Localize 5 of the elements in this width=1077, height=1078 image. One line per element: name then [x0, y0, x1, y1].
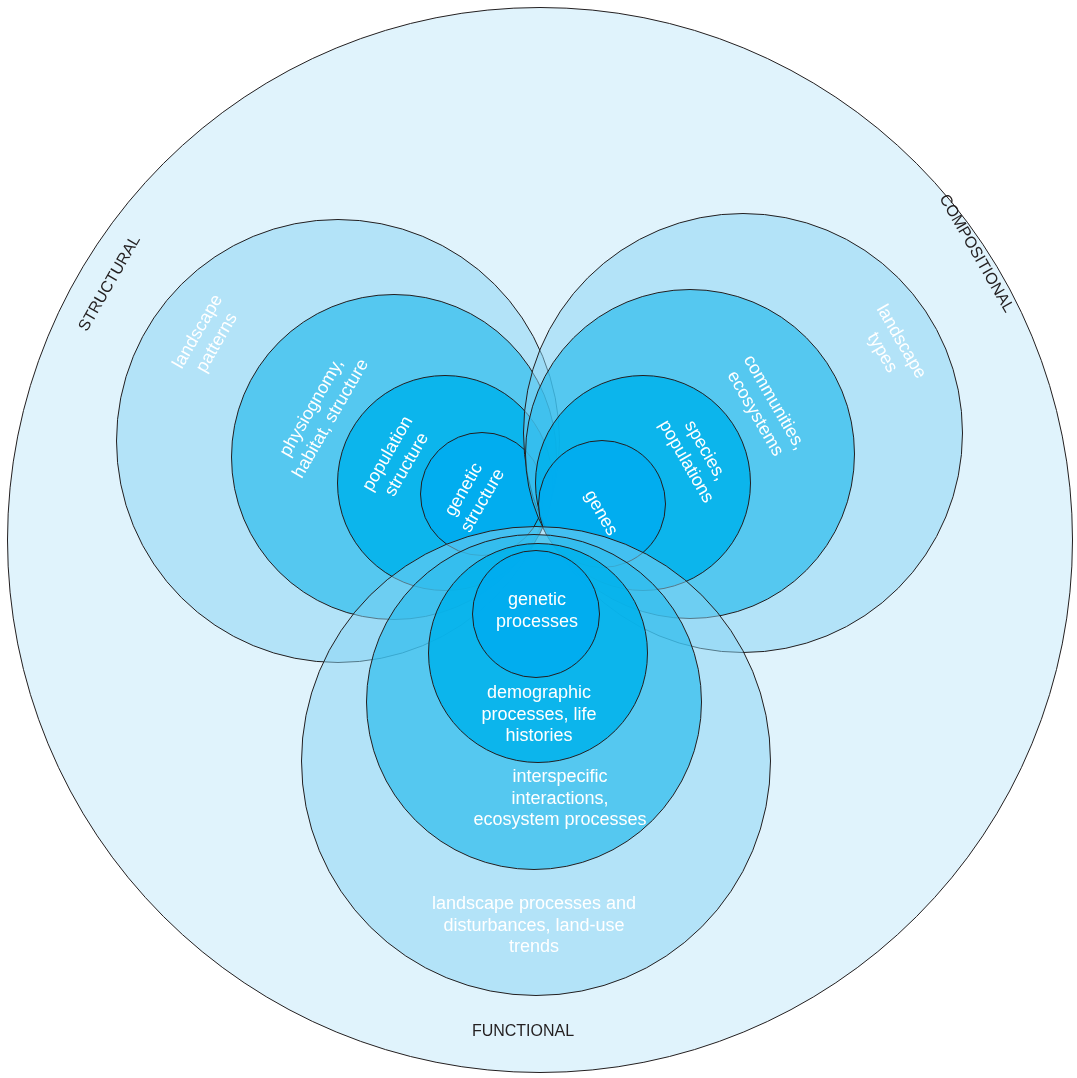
circle-label: genetic processes	[494, 589, 579, 633]
circle-label: landscape processes and disturbances, land-use trends	[431, 892, 637, 958]
circle-label: demographic processes, life histories	[480, 681, 598, 747]
circle-label: interspecific interactions, ecosystem processes	[472, 765, 648, 831]
category-label: FUNCTIONAL	[470, 1021, 576, 1041]
